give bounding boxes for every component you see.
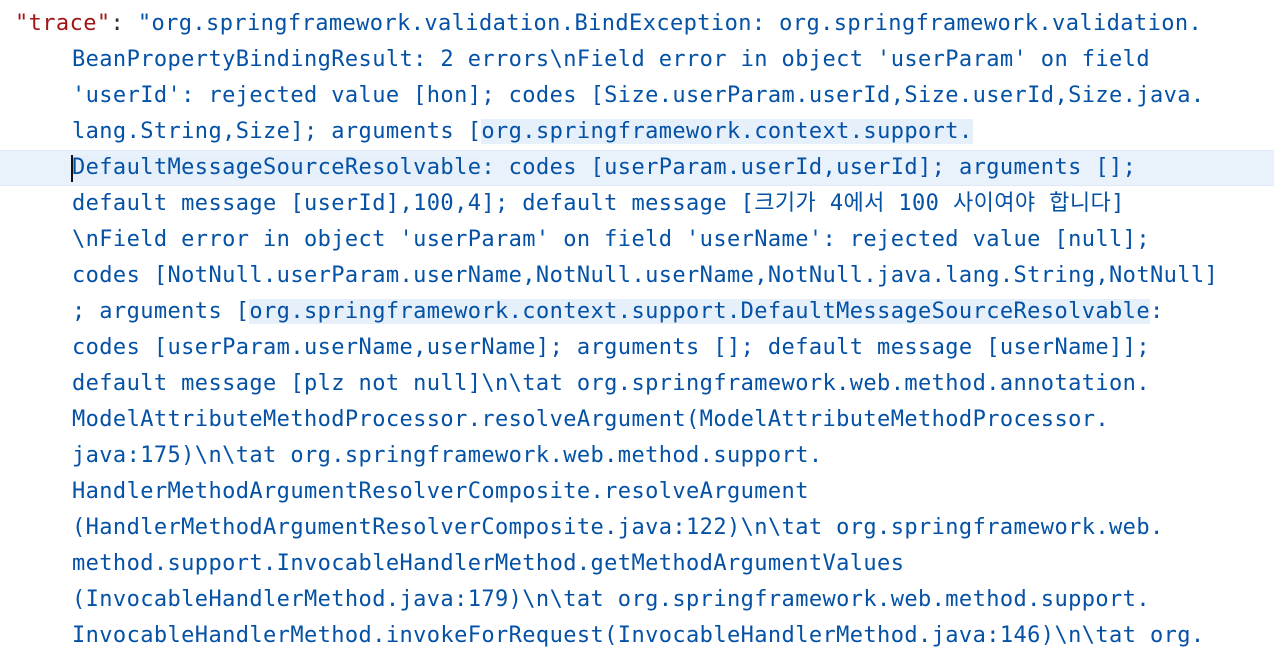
code-line-17[interactable]: (InvocableHandlerMethod.java:179)\n\tat …: [0, 582, 1274, 618]
code-text: ModelAttributeMethodProcessor.resolveArg…: [72, 407, 1110, 432]
code-line-10[interactable]: codes [userParam.userName,userName]; arg…: [0, 330, 1274, 366]
code-line-4[interactable]: lang.String,Size]; arguments [org.spring…: [0, 114, 1274, 150]
code-text: : codes [userParam.userId,userId]; argum…: [481, 155, 1137, 180]
code-line-1[interactable]: "trace": "org.springframework.validation…: [0, 6, 1274, 42]
code-line-3[interactable]: 'userId': rejected value [hon]; codes [S…: [0, 78, 1274, 114]
code-line-11[interactable]: default message [plz not null]\n\tat org…: [0, 366, 1274, 402]
code-text: 'userId': rejected value [hon]; codes [S…: [72, 83, 1205, 108]
code-text: lang.String,Size]; arguments [: [72, 119, 482, 144]
code-text: codes [NotNull.userParam.userName,NotNul…: [72, 263, 1219, 288]
code-line-2[interactable]: BeanPropertyBindingResult: 2 errors\nFie…: [0, 42, 1274, 78]
code-line-18[interactable]: InvocableHandlerMethod.invokeForRequest(…: [0, 618, 1274, 654]
code-line-5[interactable]: DefaultMessageSourceResolvable: codes [u…: [0, 150, 1274, 186]
code-text: java:175)\n\tat org.springframework.web.…: [72, 443, 823, 468]
code-text: ; arguments [: [72, 299, 250, 324]
code-line-6[interactable]: default message [userId],100,4]; default…: [0, 186, 1274, 222]
code-line-13[interactable]: java:175)\n\tat org.springframework.web.…: [0, 438, 1274, 474]
search-match-highlight: DefaultMessageSourceResolvable: [72, 155, 482, 180]
code-text: default message [plz not null]\n\tat org…: [72, 371, 1150, 396]
code-text: \nField error in object 'userParam' on f…: [72, 227, 1150, 252]
code-line-14[interactable]: HandlerMethodArgumentResolverComposite.r…: [0, 474, 1274, 510]
json-key: "trace": [15, 11, 111, 36]
code-text: (InvocableHandlerMethod.java:179)\n\tat …: [72, 587, 1150, 612]
code-line-15[interactable]: (HandlerMethodArgumentResolverComposite.…: [0, 510, 1274, 546]
search-match-highlight: org.springframework.context.support.Defa…: [249, 299, 1150, 324]
code-line-7[interactable]: \nField error in object 'userParam' on f…: [0, 222, 1274, 258]
code-line-9[interactable]: ; arguments [org.springframework.context…: [0, 294, 1274, 330]
text-cursor: [71, 155, 73, 182]
code-text: InvocableHandlerMethod.invokeForRequest(…: [72, 623, 1205, 648]
search-match-highlight: org.springframework.context.support.: [481, 119, 973, 144]
code-line-16[interactable]: method.support.InvocableHandlerMethod.ge…: [0, 546, 1274, 582]
code-line-8[interactable]: codes [NotNull.userParam.userName,NotNul…: [0, 258, 1274, 294]
code-line-12[interactable]: ModelAttributeMethodProcessor.resolveArg…: [0, 402, 1274, 438]
json-colon: :: [110, 11, 138, 36]
code-text: codes [userParam.userName,userName]; arg…: [72, 335, 1150, 360]
code-text: BeanPropertyBindingResult: 2 errors\nFie…: [72, 47, 1150, 72]
code-text: method.support.InvocableHandlerMethod.ge…: [72, 551, 905, 576]
json-string: "org.springframework.validation.BindExce…: [137, 11, 1203, 36]
code-text: :: [1149, 299, 1164, 324]
code-text: default message [userId],100,4]; default…: [72, 191, 1125, 216]
code-text: HandlerMethodArgumentResolverComposite.r…: [72, 479, 809, 504]
code-text: (HandlerMethodArgumentResolverComposite.…: [72, 515, 1164, 540]
